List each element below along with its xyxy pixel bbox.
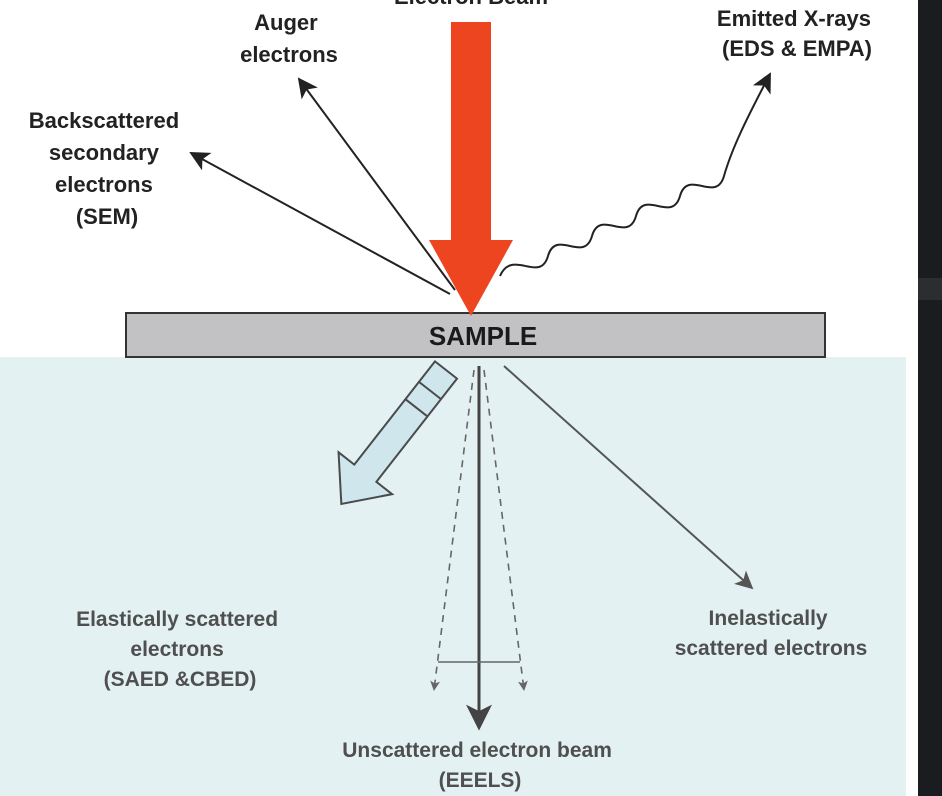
inelastic-scatter-arrow — [503, 365, 754, 590]
dashed-cone-left — [430, 369, 475, 691]
right-edge-strip-highlight — [918, 278, 942, 300]
inelastic-label: Inelastically scattered electrons — [675, 607, 868, 660]
sample-slab — [125, 312, 826, 358]
dashed-cone-right — [483, 369, 528, 691]
sample-label: SAMPLE — [429, 321, 537, 351]
electron-beam-arrow — [429, 22, 513, 316]
backscattered-label: Backscattered secondary electrons (SEM) — [29, 108, 186, 229]
auger-label: Auger electrons — [240, 10, 338, 67]
elastic-label: Elastically scattered electrons (SAED &C… — [76, 608, 284, 691]
xray-wave-arrow — [499, 72, 771, 277]
electron-beam-label: Electron Beam — [394, 0, 548, 9]
right-edge-strip — [918, 0, 942, 796]
elastic-scatter-arrow — [337, 359, 459, 506]
lower-panel — [0, 357, 906, 796]
auger-electron-arrow — [297, 77, 456, 291]
unscattered-label: Unscattered electron beam (EEELS) — [342, 739, 617, 792]
backscattered-electron-arrow — [189, 152, 451, 295]
xray-label: Emitted X-rays (EDS & EMPA) — [717, 6, 877, 61]
